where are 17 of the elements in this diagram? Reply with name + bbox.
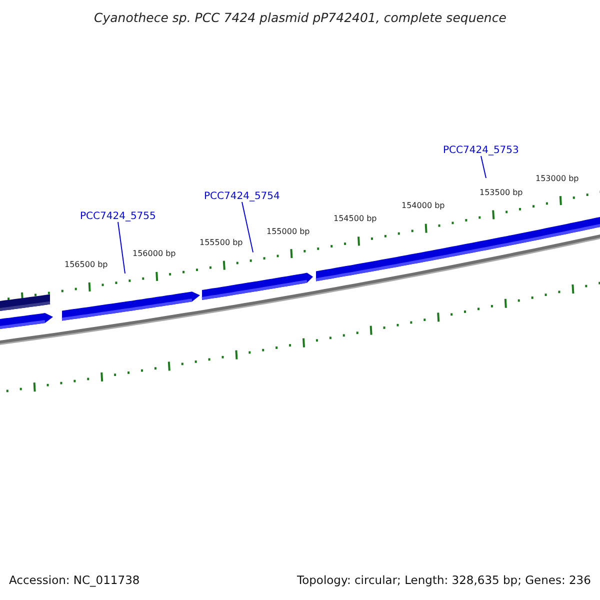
leader-line (118, 222, 126, 274)
scale-label: 155000 bp (266, 226, 310, 236)
scale-label: 153500 bp (480, 188, 523, 197)
accession-text: Accession: NC_011738 (9, 573, 140, 587)
gene-label: PCC7424_5753 (443, 145, 519, 156)
gene-label: PCC7424_5755 (80, 211, 156, 222)
scale-label: 154000 bp (402, 201, 445, 210)
leader-line (480, 156, 486, 178)
scale-label: 153000 bp (536, 174, 579, 183)
scale-label: 154500 bp (334, 214, 377, 224)
scale-label: 156000 bp (132, 249, 176, 258)
scale-label: 156500 bp (64, 260, 108, 269)
scale-label: 155500 bp (200, 238, 243, 248)
leader-line (242, 202, 254, 253)
title: Cyanothece sp. PCC 7424 plasmid pP742401, complete sequence (94, 10, 506, 25)
gene-label: PCC7424_5754 (204, 191, 280, 202)
summary-text: Topology: circular; Length: 328,635 bp; Genes: 236 (297, 573, 591, 587)
